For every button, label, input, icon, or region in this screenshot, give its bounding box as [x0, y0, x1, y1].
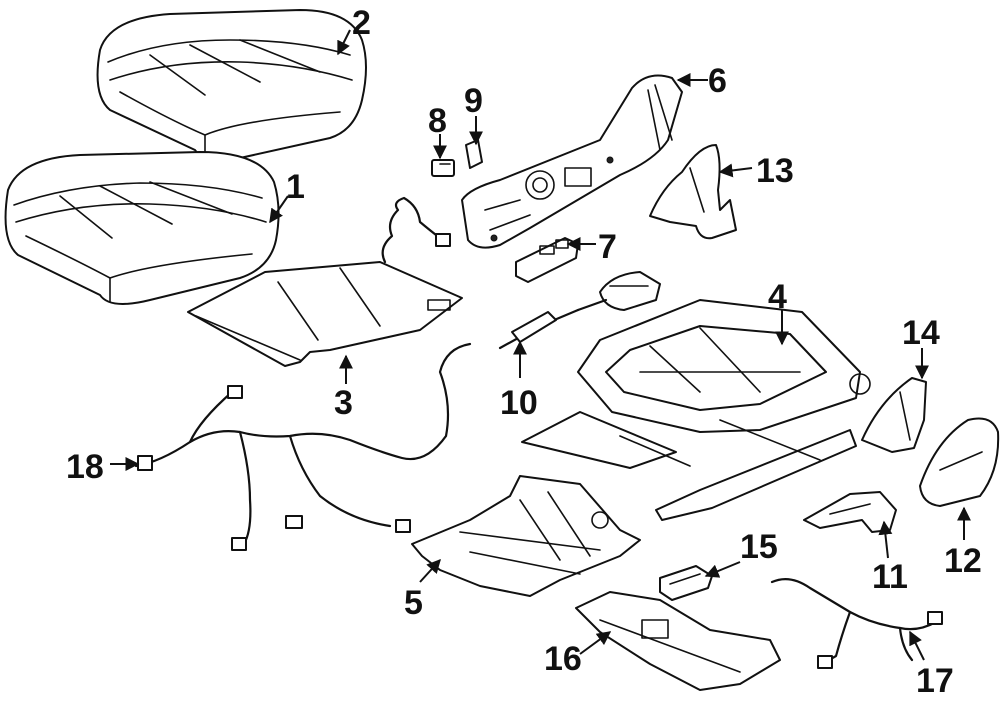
callout-4: 4	[768, 278, 787, 316]
part-18-harness	[134, 342, 472, 551]
part-9-bracket	[465, 139, 483, 169]
callout-8: 8	[428, 102, 447, 140]
callout-14: 14	[902, 314, 940, 352]
part-4-seat-frame	[521, 299, 871, 521]
part-11-bracket	[803, 491, 897, 533]
part-7-switch	[515, 237, 579, 283]
callout-2: 2	[352, 4, 371, 42]
part-1-cushion-pad	[4, 151, 280, 305]
part-14-trim-cover	[861, 377, 927, 453]
part-12-side-cover	[919, 417, 1000, 507]
part-8-clip	[431, 159, 455, 177]
part-15-module	[659, 565, 713, 601]
part-16-base-tray	[575, 591, 781, 691]
part-3-harness	[381, 196, 451, 264]
part-10-adjuster	[498, 271, 661, 350]
callout-11: 11	[872, 558, 908, 596]
part-2-cushion-cover	[96, 9, 367, 162]
part-17-harness	[770, 577, 943, 669]
callout-1: 1	[286, 168, 305, 206]
callout-12: 12	[944, 542, 982, 580]
callout-18: 18	[66, 448, 104, 486]
callout-6: 6	[708, 62, 727, 100]
callout-9: 9	[464, 82, 483, 120]
callout-7: 7	[598, 228, 617, 266]
part-3-heater-panel	[187, 261, 463, 367]
callout-15: 15	[740, 528, 778, 566]
callout-13: 13	[756, 152, 794, 190]
part-5-lower-frame	[411, 475, 641, 597]
callout-10: 10	[500, 384, 538, 422]
callout-5: 5	[404, 584, 423, 622]
callout-16: 16	[544, 640, 582, 678]
callout-3: 3	[334, 384, 353, 422]
part-13-side-trim	[649, 144, 737, 240]
part-6-side-panel	[461, 74, 683, 249]
callout-17: 17	[916, 662, 954, 700]
